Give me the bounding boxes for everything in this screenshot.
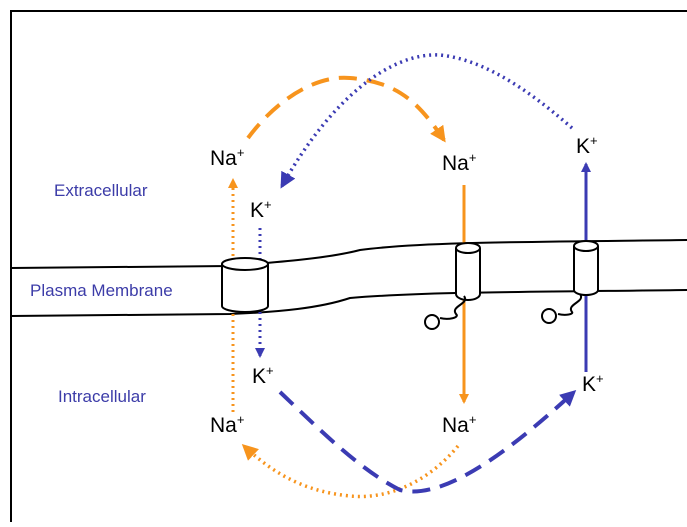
svg-text:K+: K+ [250, 197, 272, 222]
membrane-top-edge [10, 239, 687, 269]
na-label-extracellular-left: Na+ [210, 145, 244, 170]
k-channel [573, 240, 599, 296]
membrane-label: Plasma Membrane [30, 281, 173, 300]
svg-text:Na+: Na+ [442, 150, 476, 175]
na-intracellular-diffusion-arrow [241, 443, 460, 499]
k-label-intracellular-right: K+ [582, 371, 604, 396]
k-label-extracellular-right: K+ [576, 133, 598, 158]
svg-text:K+: K+ [576, 133, 598, 158]
svg-text:K+: K+ [252, 363, 274, 388]
intracellular-label: Intracellular [58, 387, 146, 406]
svg-text:Na+: Na+ [442, 412, 476, 437]
k-label-extracellular-left: K+ [250, 197, 272, 222]
na-label-extracellular-middle: Na+ [442, 150, 476, 175]
na-label-intracellular-middle: Na+ [442, 412, 476, 437]
k-channel-gate-ball [541, 308, 557, 324]
k-intracellular-diffusion-arrow [278, 389, 577, 494]
na-extracellular-diffusion-arrow [246, 75, 446, 143]
membrane-bottom-edge [10, 289, 687, 317]
na-channel-gate-ball [424, 314, 440, 330]
k-label-intracellular-left: K+ [252, 363, 274, 388]
k-extracellular-diffusion-arrow [280, 53, 574, 189]
extracellular-label: Extracellular [54, 181, 148, 200]
svg-text:K+: K+ [582, 371, 604, 396]
svg-text:Na+: Na+ [210, 145, 244, 170]
k-channel-gate [557, 293, 583, 316]
na-k-pump-channel [221, 257, 269, 313]
na-channel-gate [439, 295, 467, 320]
na-channel [455, 242, 481, 301]
svg-text:Na+: Na+ [210, 412, 244, 437]
na-label-intracellular-left: Na+ [210, 412, 244, 437]
